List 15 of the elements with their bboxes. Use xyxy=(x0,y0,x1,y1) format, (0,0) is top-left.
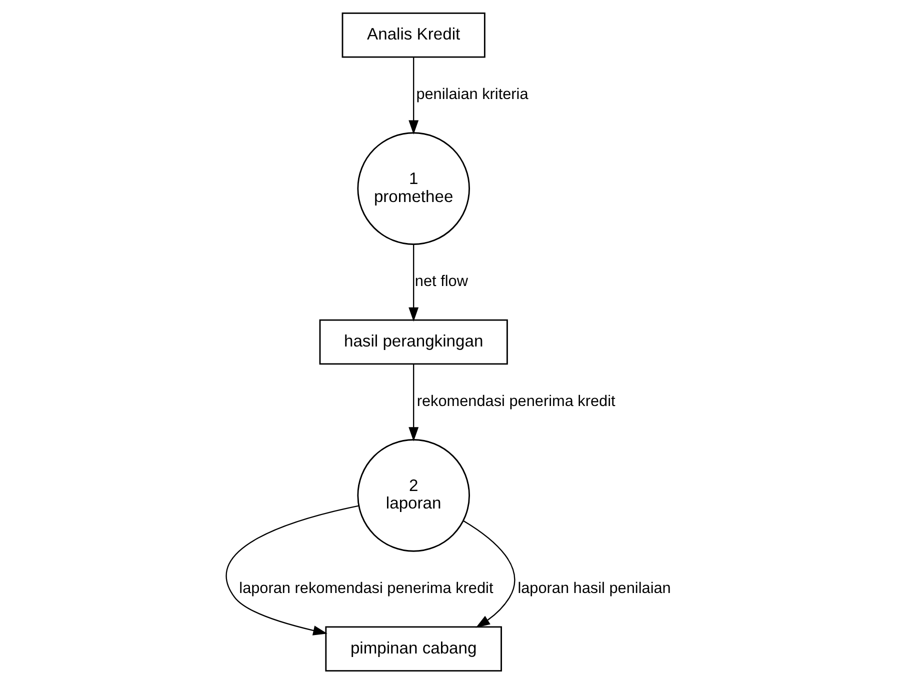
edge-label: laporan rekomendasi penerima kredit xyxy=(238,580,493,598)
edge-label: net flow xyxy=(414,273,468,290)
node-circle: 1 promethee xyxy=(356,132,470,245)
node-box: Analis Kredit xyxy=(341,12,485,58)
arrow xyxy=(225,505,358,636)
arrow xyxy=(408,244,418,322)
arrow xyxy=(462,520,515,628)
node-box: hasil perangkingan xyxy=(318,319,508,365)
arrow xyxy=(408,364,418,442)
edge-label: penilaian kriteria xyxy=(416,86,528,103)
edge-label: laporan hasil penilaian xyxy=(517,580,670,598)
edge-label: rekomendasi penerima kredit xyxy=(416,392,615,410)
node-circle: 2 laporan xyxy=(356,439,470,552)
node-box: pimpinan cabang xyxy=(324,626,502,672)
arrow xyxy=(408,57,418,135)
